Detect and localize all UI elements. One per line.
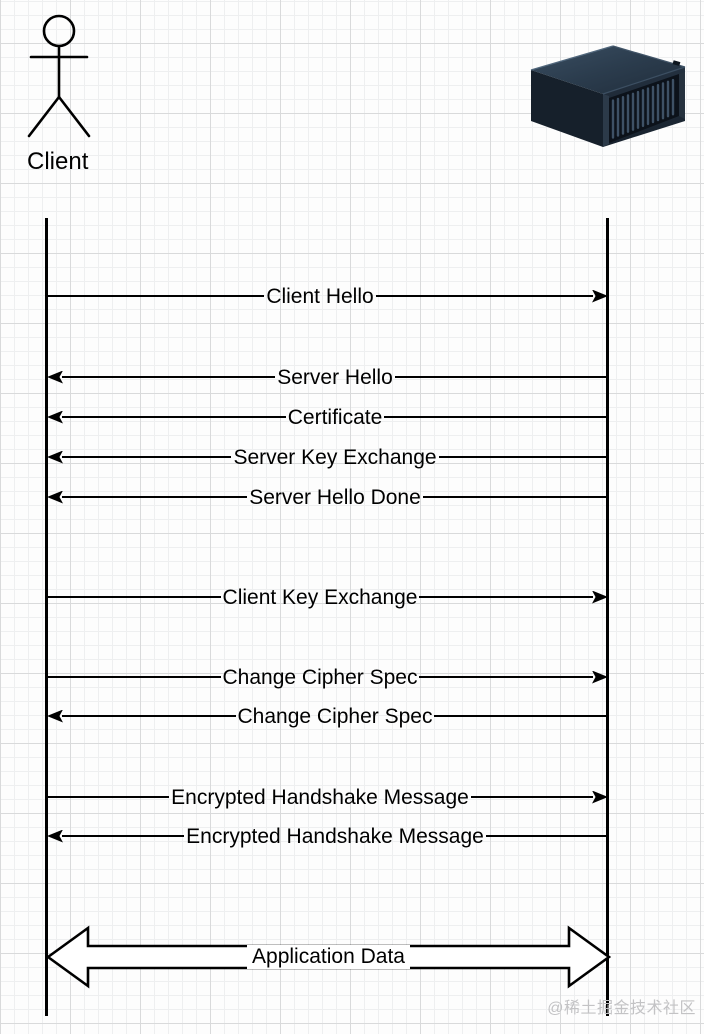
message-line (434, 714, 608, 718)
message-label: Certificate (287, 405, 383, 429)
message-line (419, 675, 593, 679)
client-actor-icon (27, 14, 91, 138)
message-line (422, 495, 608, 499)
arrowhead-left-icon (47, 370, 63, 384)
message-line (419, 595, 594, 599)
message-label: Change Cipher Spec (237, 704, 433, 728)
message-line (47, 675, 221, 679)
arrowhead-left-icon (47, 410, 63, 424)
message-line (485, 834, 609, 838)
message-line (62, 834, 185, 838)
message-line (62, 714, 236, 718)
message-label: Server Key Exchange (233, 445, 437, 469)
message-line (62, 375, 276, 379)
client-actor-label: Client (27, 148, 89, 175)
watermark: @稀土掘金技术社区 (547, 1000, 696, 1017)
message-line (394, 375, 609, 379)
message-line (62, 415, 286, 419)
message-line (47, 795, 170, 799)
message-label: Encrypted Handshake Message (186, 824, 484, 848)
message-line (47, 595, 221, 599)
client-lifeline (45, 218, 48, 1016)
arrowhead-left-icon (47, 709, 63, 723)
message-line (375, 294, 594, 298)
arrowhead-left-icon (47, 490, 63, 504)
message-label: Encrypted Handshake Message (171, 785, 469, 809)
message-label: Server Hello (277, 365, 393, 389)
message-line (384, 415, 608, 419)
message-line (62, 495, 248, 499)
server-rack-icon (530, 45, 686, 147)
arrowhead-left-icon (47, 829, 63, 843)
server-lifeline (606, 218, 609, 1016)
message-label: Server Hello Done (249, 485, 421, 509)
arrowhead-left-icon (47, 450, 63, 464)
message-line (62, 455, 232, 459)
message-line (47, 294, 265, 298)
application-data-label: Application Data (247, 945, 410, 969)
message-line (470, 795, 594, 799)
application-data-duplex-arrow: Application Data (46, 923, 611, 991)
message-label: Change Cipher Spec (222, 665, 418, 689)
message-line (438, 455, 609, 459)
message-label: Client Hello (266, 284, 374, 308)
message-label: Client Key Exchange (222, 585, 418, 609)
